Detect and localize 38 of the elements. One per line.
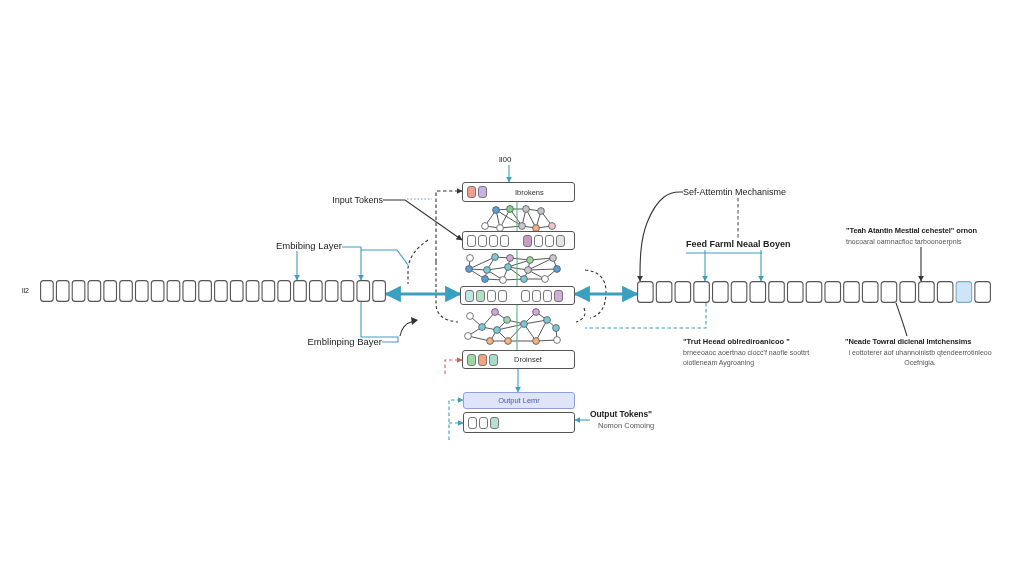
arrow — [444, 357, 463, 375]
arrow — [448, 397, 464, 441]
arrow — [637, 191, 684, 282]
callout-label: Input Tokens — [332, 195, 383, 206]
token-cell-row — [637, 281, 991, 303]
double-arrow — [384, 285, 462, 303]
process-box — [462, 350, 575, 369]
connector-line — [516, 249, 518, 287]
callout-heading: Output Tokens" — [590, 409, 653, 420]
process-box — [462, 182, 575, 202]
arrow — [448, 420, 464, 427]
process-box — [463, 392, 575, 409]
double-arrow — [573, 285, 639, 303]
callout-label: Feed Farml Neaal Boyen — [686, 239, 791, 250]
arrow — [435, 188, 463, 263]
callout-label: Embibing Layer — [276, 240, 342, 251]
connector-line — [737, 197, 739, 240]
connector-line — [516, 201, 518, 232]
token-cell-row — [40, 280, 386, 302]
token-box — [463, 412, 575, 433]
token-box — [462, 231, 575, 250]
callout-label: ll00 — [499, 154, 512, 165]
arrow — [341, 246, 365, 281]
arrow — [294, 250, 300, 281]
arrow — [515, 368, 522, 393]
callout-label: Emblinping Bayer — [307, 336, 382, 347]
arrow — [382, 199, 463, 241]
callout-label: Sef-Attemtin Mechanisme — [683, 187, 787, 198]
arrow — [574, 417, 591, 424]
arrow — [506, 164, 513, 183]
arrow — [702, 249, 709, 282]
connector-line — [584, 302, 707, 329]
connector-line — [516, 304, 518, 351]
arrow — [918, 246, 925, 282]
connector-line — [360, 301, 399, 343]
token-box — [460, 286, 575, 305]
arrow — [758, 249, 765, 282]
connector-line — [895, 302, 908, 337]
